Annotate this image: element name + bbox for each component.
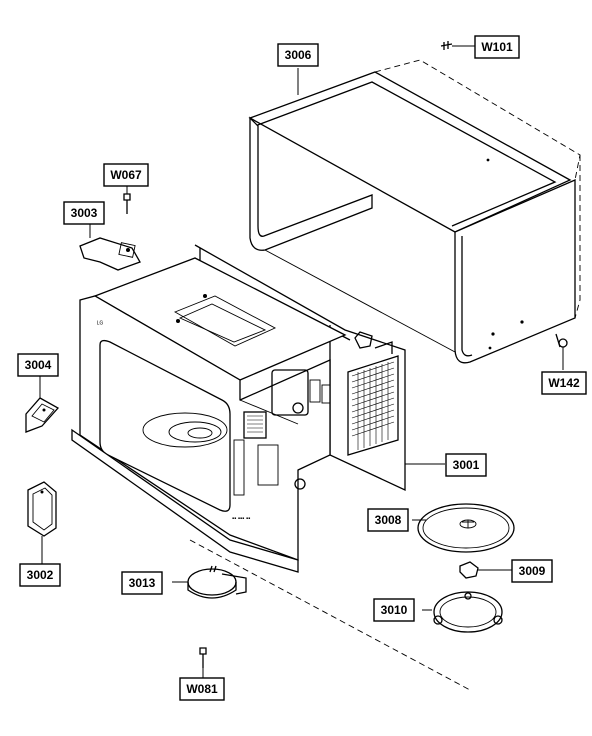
label-w067: W067 (103, 163, 149, 187)
label-3010-text: 3010 (381, 603, 408, 617)
alignment-line (189, 539, 471, 691)
label-w081: W081 (179, 677, 225, 701)
chassis-3001: ᴸᴳ ▪▪ ▪▪▪ ▪▪ (71, 244, 445, 573)
part-3004 (25, 376, 60, 433)
bracket-3003 (79, 222, 141, 271)
screw-w067 (123, 186, 131, 214)
label-3009: 3009 (511, 559, 553, 583)
label-3013: 3013 (121, 571, 163, 595)
label-3002: 3002 (19, 563, 61, 587)
label-3009-text: 3009 (519, 564, 546, 578)
label-w142-text: W142 (548, 376, 580, 390)
label-3008: 3008 (367, 508, 409, 532)
svg-text:ᴸᴳ: ᴸᴳ (97, 321, 103, 328)
screw-w101 (440, 41, 475, 50)
label-w067-text: W067 (110, 168, 142, 182)
turntable-motor-3013 (172, 565, 247, 599)
label-3003: 3003 (63, 201, 105, 225)
roller-ring-3010 (422, 591, 503, 633)
label-3004: 3004 (17, 353, 59, 377)
label-3001-text: 3001 (453, 458, 480, 472)
label-3001: 3001 (445, 453, 487, 477)
part-3002 (27, 481, 57, 564)
label-w081-text: W081 (186, 682, 218, 696)
outer-cabinet-3006 (248, 59, 581, 364)
label-3013-text: 3013 (129, 576, 156, 590)
label-3006: 3006 (277, 43, 319, 67)
label-w101-text: W101 (481, 40, 513, 54)
label-3002-text: 3002 (27, 568, 54, 582)
label-3006-text: 3006 (285, 48, 312, 62)
screw-w081 (199, 647, 207, 678)
label-w142: W142 (541, 371, 587, 395)
svg-text:▪▪ ▪▪▪ ▪▪: ▪▪ ▪▪▪ ▪▪ (232, 516, 250, 522)
label-3008-text: 3008 (375, 513, 402, 527)
label-3003-text: 3003 (71, 206, 98, 220)
screw-w142 (555, 333, 568, 370)
coupler-3009 (459, 561, 512, 579)
label-w101: W101 (474, 35, 520, 59)
label-3004-text: 3004 (25, 358, 52, 372)
label-3010: 3010 (373, 598, 415, 622)
glass-tray-3008 (412, 503, 515, 553)
